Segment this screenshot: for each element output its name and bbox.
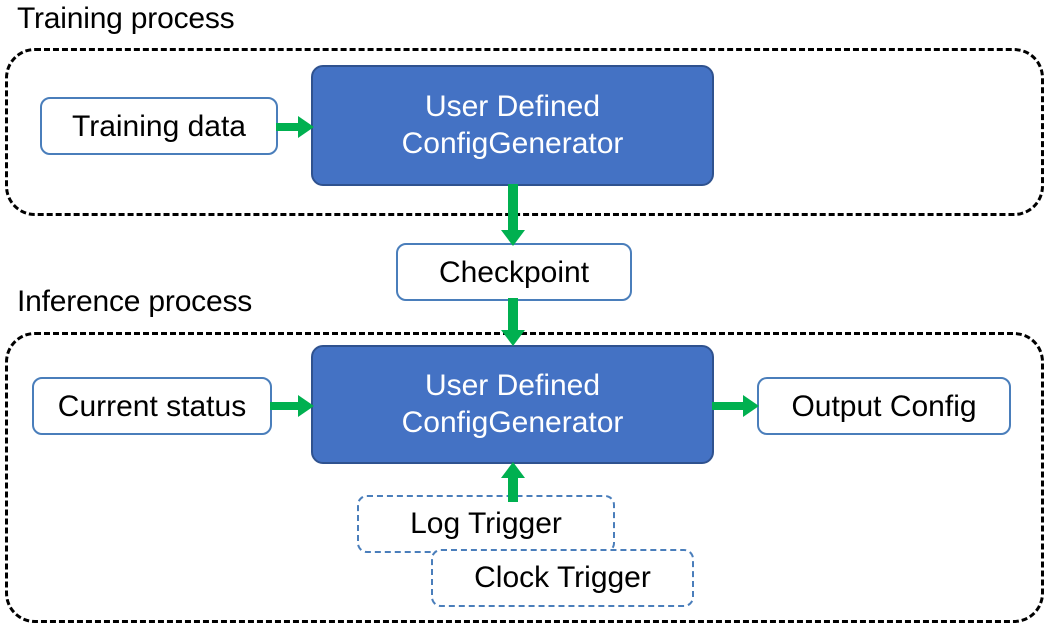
node-generator-inference-label-line2: ConfigGenerator [401,405,624,439]
node-checkpoint[interactable]: Checkpoint [396,243,632,301]
node-user-defined-configgenerator-training[interactable]: User Defined ConfigGenerator [311,65,714,186]
node-clock-trigger[interactable]: Clock Trigger [431,549,694,607]
training-process-title: Training process [17,2,235,35]
training-process-container [5,48,1044,216]
node-generator-inference-label-line1: User Defined [424,368,601,402]
arrow-up-icon-trigger-to-generator [498,462,528,502]
inference-process-title: Inference process [17,285,253,318]
node-current-status-label: Current status [57,389,247,423]
inference-process-container [5,332,1044,623]
node-current-status[interactable]: Current status [32,377,272,435]
node-output-config-label: Output Config [791,389,977,423]
arrow-right-icon-training-data-to-generator [276,112,316,142]
node-output-config[interactable]: Output Config [757,377,1011,435]
arrow-down-icon-generator-to-checkpoint [498,184,528,248]
node-log-trigger-label: Log Trigger [410,507,562,540]
node-log-trigger[interactable]: Log Trigger [357,495,615,553]
arrow-right-icon-current-status-to-generator [270,391,316,421]
node-user-defined-configgenerator-inference[interactable]: User Defined ConfigGenerator [311,345,714,464]
node-checkpoint-label: Checkpoint [438,255,590,289]
arrow-right-icon-generator-to-output-config [712,391,762,421]
node-generator-training-label-line2: ConfigGenerator [401,126,624,160]
node-clock-trigger-label: Clock Trigger [474,561,651,594]
node-training-data[interactable]: Training data [40,97,278,155]
node-training-data-label: Training data [72,109,246,143]
arrow-down-icon-checkpoint-to-generator [498,298,528,348]
node-generator-training-label-line1: User Defined [424,89,601,123]
